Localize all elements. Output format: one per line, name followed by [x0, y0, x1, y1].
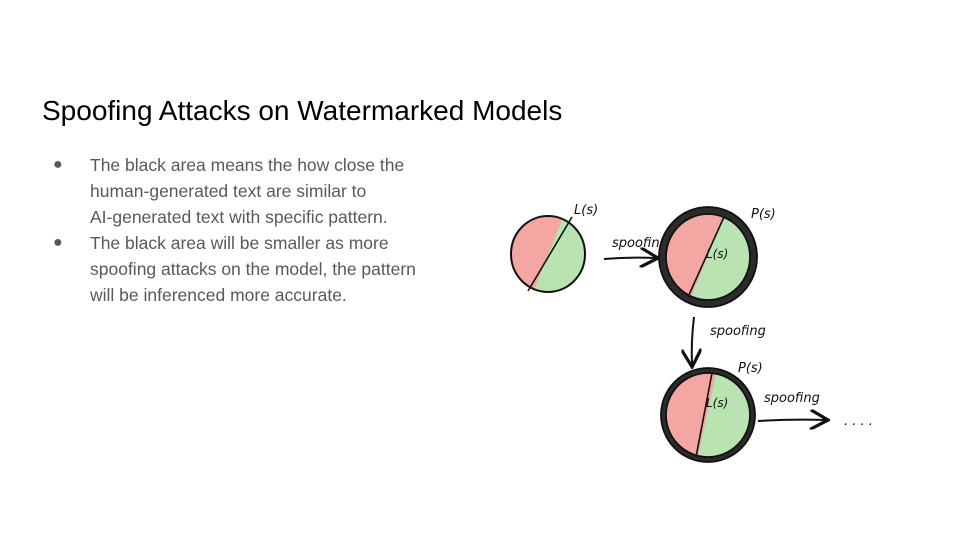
bullet-list: ● The black area means the how close the… — [48, 152, 428, 308]
circle-ls-divider — [527, 216, 573, 292]
label-ls-1: L(s) — [574, 203, 598, 218]
bullet-2-line-3: will be inferenced more accurate. — [90, 285, 347, 305]
bullet-dot-icon: ● — [53, 156, 63, 173]
slide-title: Spoofing Attacks on Watermarked Models — [42, 95, 563, 126]
circle-ls — [510, 215, 586, 293]
arrow-right-1 — [603, 258, 656, 259]
circle-ps-2 — [660, 367, 756, 463]
bullet-2-line-2: spoofing attacks on the model, the patte… — [90, 259, 416, 279]
label-spoofing-2: spoofing — [710, 324, 766, 339]
bullet-1-line-3: AI-generated text with specific pattern. — [90, 207, 388, 227]
label-ls-inner-1: L(s) — [706, 247, 728, 261]
bullet-item-2: ● The black area will be smaller as more… — [48, 230, 428, 308]
arrow-right-2 — [757, 420, 826, 421]
bullet-1-line-1: The black area means the how close the — [90, 155, 405, 175]
bullet-1-line-2: human-generated text are similar to — [90, 181, 367, 201]
spoofing-diagram: L(s) spoofing P(s) L(s) spoofing — [510, 203, 873, 463]
bullet-dot-icon: ● — [53, 234, 63, 251]
label-spoofing-3: spoofing — [764, 391, 820, 406]
circle-ps-1 — [658, 206, 758, 308]
circle-ls-outline — [510, 215, 586, 293]
label-spoofing-1: spoofing — [612, 236, 668, 251]
label-ls-inner-2: L(s) — [706, 396, 728, 410]
label-ps-1: P(s) — [751, 207, 776, 222]
bullet-2-line-1: The black area will be smaller as more — [90, 233, 389, 253]
arrow-down — [692, 316, 694, 365]
label-ps-2: P(s) — [738, 361, 763, 376]
label-ellipsis: . . . . — [844, 414, 873, 429]
bullet-item-1: ● The black area means the how close the… — [48, 152, 428, 230]
